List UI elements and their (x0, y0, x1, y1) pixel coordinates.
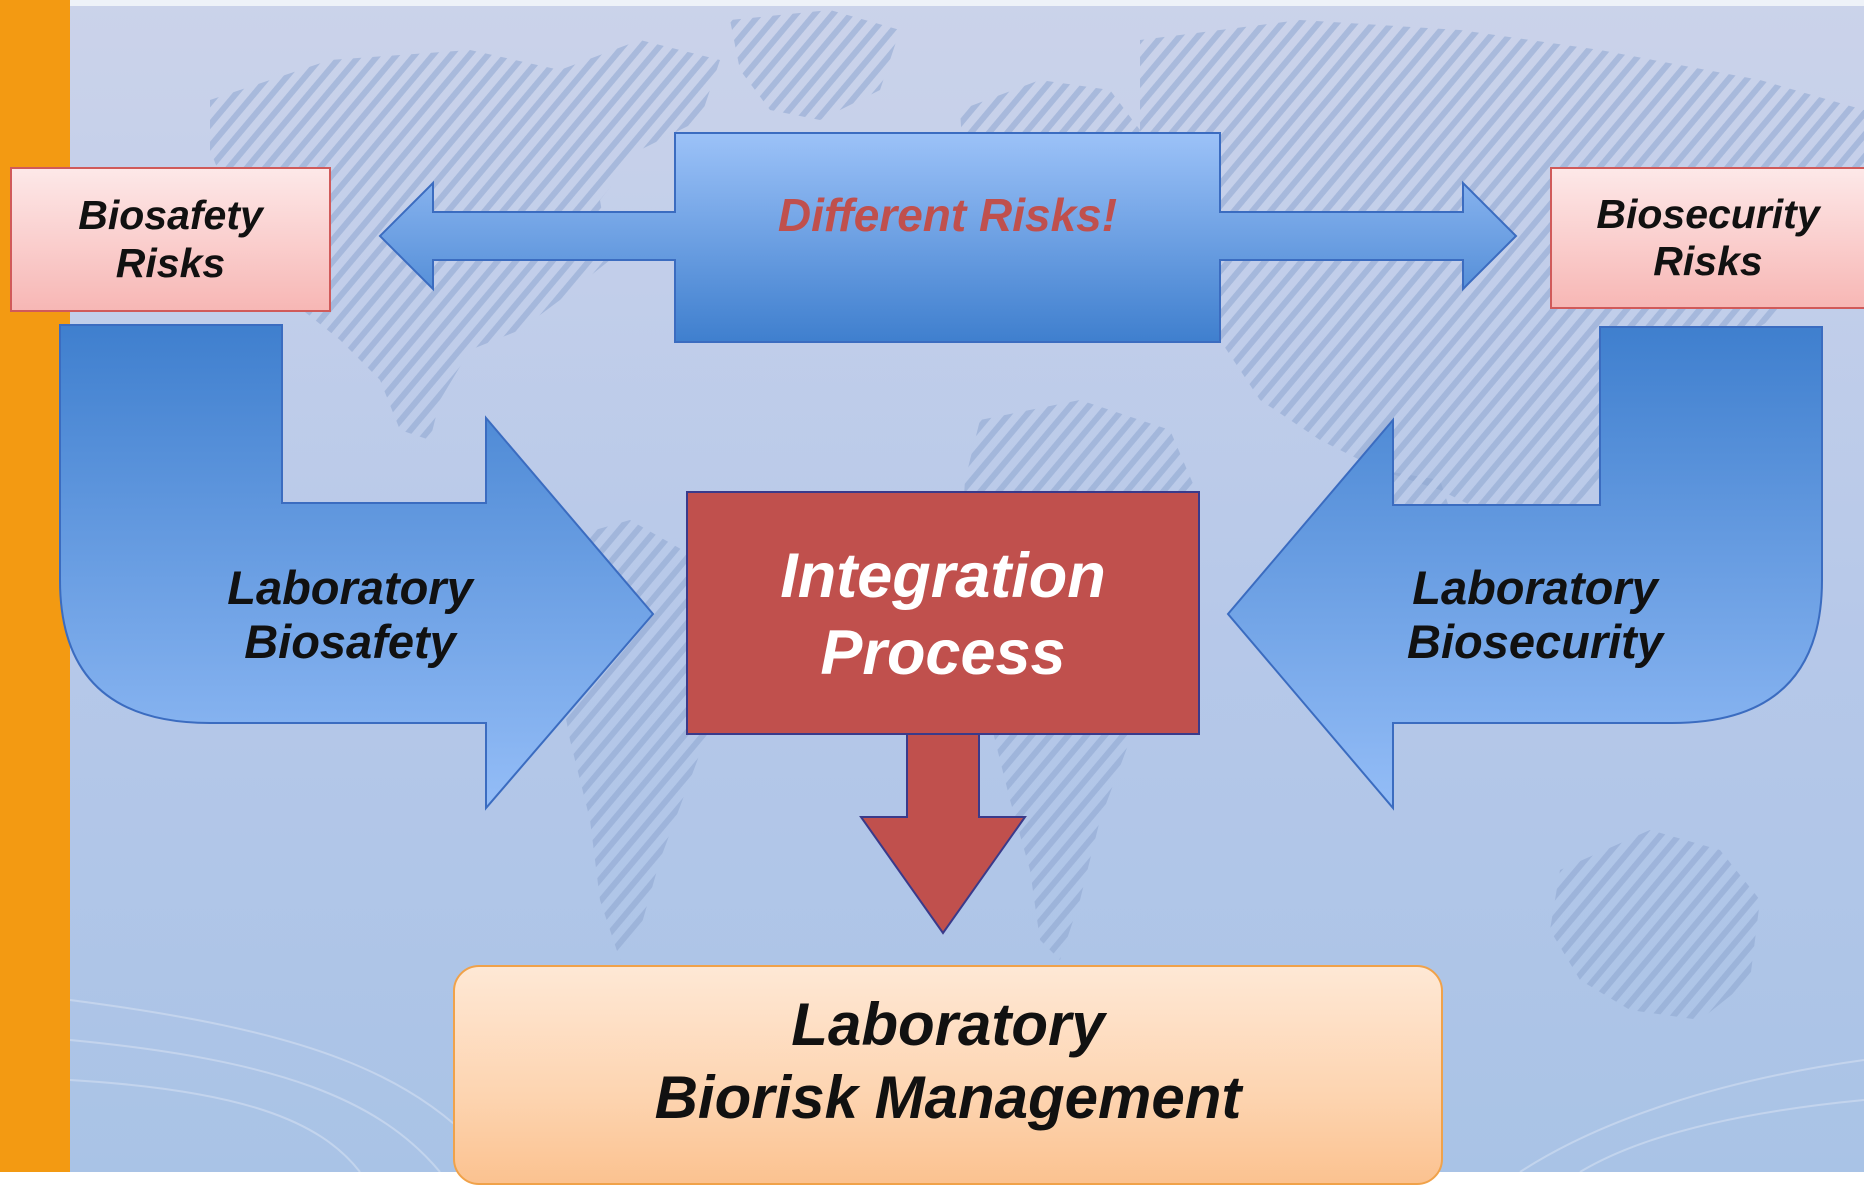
lab-biosecurity-label: Laboratory Biosecurity (1365, 550, 1705, 680)
different-risks-text: Different Risks! (777, 189, 1118, 242)
lab-biosafety-arrow (59, 324, 655, 811)
biosafety-risks-line1: Biosafety (78, 192, 263, 239)
biosecurity-risks-line1: Biosecurity (1596, 190, 1820, 237)
integration-process-label: Integration Process (687, 530, 1199, 700)
biorisk-management-box: Laboratory Biorisk Management (453, 965, 1443, 1185)
lab-biosecurity-line2: Biosecurity (1407, 615, 1663, 668)
lab-biosafety-label: Laboratory Biosafety (180, 550, 520, 680)
integration-process-box (686, 491, 1200, 735)
biosecurity-risks-box: Biosecurity Risks (1550, 167, 1864, 309)
different-risks-arrow (378, 132, 1518, 343)
biosafety-risks-box: Biosafety Risks (10, 167, 331, 312)
top-strip (0, 0, 1864, 6)
management-line1: Laboratory (791, 990, 1105, 1058)
lab-biosecurity-arrow (1226, 326, 1823, 811)
integration-line2: Process (820, 618, 1066, 688)
lab-biosecurity-line1: Laboratory (1412, 560, 1658, 614)
biosecurity-risks-line2: Risks (1653, 238, 1763, 284)
integration-line1: Integration (780, 541, 1106, 612)
integration-down-arrow (859, 733, 1027, 935)
lab-biosafety-line2: Biosafety (244, 615, 456, 668)
biosafety-risks-line2: Risks (115, 239, 226, 286)
management-line2: Biorisk Management (654, 1064, 1242, 1131)
lab-biosafety-line1: Laboratory (227, 560, 473, 614)
different-risks-label: Different Risks! (675, 133, 1220, 298)
